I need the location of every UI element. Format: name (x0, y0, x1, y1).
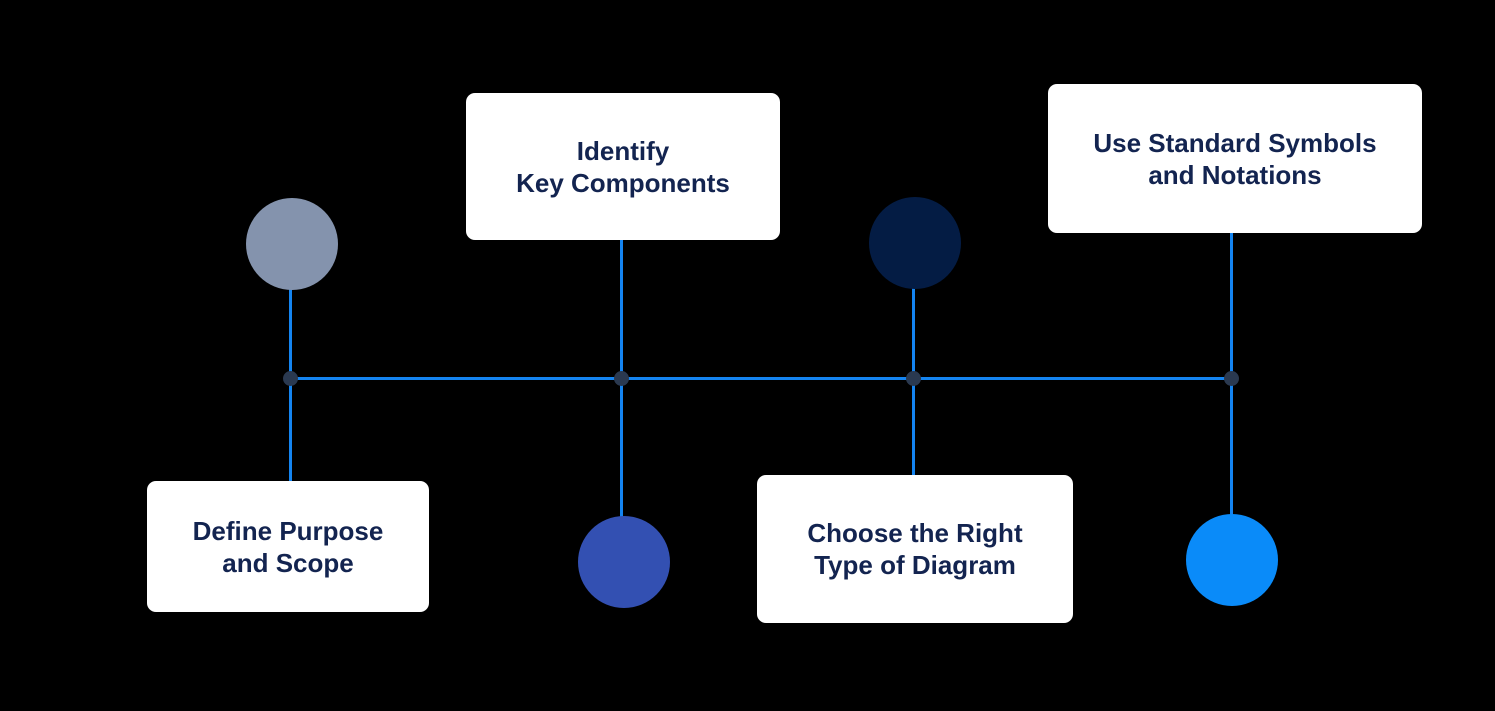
junction-dot-step-2 (614, 371, 629, 386)
step-circle-3 (869, 197, 961, 289)
junction-dot-step-3 (906, 371, 921, 386)
step-card-3-label: Choose the Right Type of Diagram (807, 518, 1023, 580)
step-circle-4 (1186, 514, 1278, 606)
step-card-2-label: Identify Key Components (516, 135, 730, 198)
step-circle-1 (246, 198, 338, 290)
connector-line-step-3 (912, 243, 915, 475)
step-card-1-label: Define Purpose and Scope (192, 515, 384, 578)
step-card-4-label: Use Standard Symbols and Notations (1093, 127, 1377, 190)
junction-dot-step-1 (283, 371, 298, 386)
step-circle-2 (578, 516, 670, 608)
step-card-3: Choose the Right Type of Diagram (757, 475, 1073, 623)
step-card-1: Define Purpose and Scope (147, 481, 429, 612)
connector-line-step-1 (289, 244, 292, 481)
step-card-2: Identify Key Components (466, 93, 780, 240)
connector-line-step-2 (620, 240, 623, 562)
connector-line-step-4 (1230, 233, 1233, 560)
step-card-4: Use Standard Symbols and Notations (1048, 84, 1422, 233)
junction-dot-step-4 (1224, 371, 1239, 386)
timeline-line (291, 377, 1233, 380)
